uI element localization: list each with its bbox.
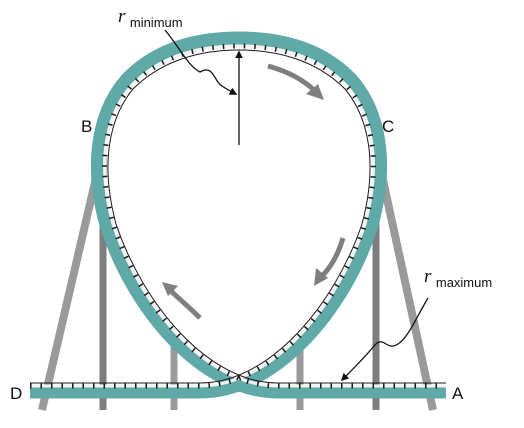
point-label-a: A — [452, 384, 464, 403]
r-maximum-subscript: maximum — [436, 275, 492, 290]
r-maximum-label: r maximum — [424, 266, 492, 290]
curved-motion-arrow-icon — [320, 237, 346, 278]
r-maximum-leader-line — [340, 297, 429, 382]
arrowhead-icon — [162, 282, 178, 296]
r-maximum-symbol: r — [424, 266, 432, 287]
r-minimum-symbol: r — [118, 6, 126, 27]
curved-motion-arrow-icon — [267, 63, 318, 94]
point-label-c: C — [382, 117, 394, 136]
r-minimum-label: r minimum — [118, 6, 183, 30]
motion-arrows — [162, 63, 346, 320]
arrowhead-icon — [306, 84, 324, 100]
point-label-d: D — [10, 384, 22, 403]
track-loop-path — [30, 31, 446, 399]
coaster-track — [30, 31, 446, 399]
arrowhead-icon — [314, 268, 328, 286]
point-label-b: B — [81, 117, 92, 136]
track-rail-path — [30, 44, 446, 388]
r-maximum-indicator: r maximum — [340, 266, 492, 382]
track-outer-edge-path — [30, 49, 446, 384]
r-minimum-indicator: r minimum — [118, 6, 243, 145]
track-ties-path — [30, 43, 446, 389]
support-leg-right-diagonal — [372, 147, 437, 411]
curved-motion-arrow-icon — [168, 288, 202, 320]
r-minimum-leader-line — [164, 29, 238, 95]
r-minimum-subscript: minimum — [130, 15, 183, 30]
